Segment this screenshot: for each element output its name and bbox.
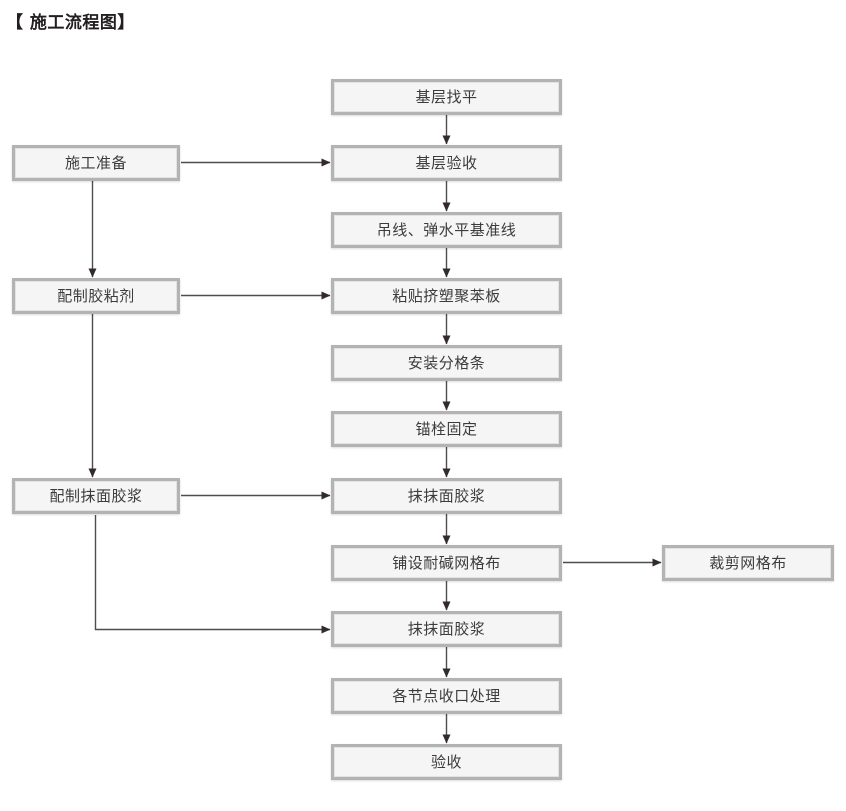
- node-anzhuangfengetiao[interactable]: 安装分格条: [331, 345, 562, 381]
- node-momomianjiaojiang-1[interactable]: 抹抹面胶浆: [331, 478, 562, 514]
- node-label: 验收: [430, 752, 462, 771]
- node-label: 粘贴挤塑聚苯板: [392, 286, 501, 305]
- node-jicengzhaoping[interactable]: 基层找平: [331, 79, 562, 115]
- node-zhantiejisujubenban[interactable]: 粘贴挤塑聚苯板: [331, 278, 562, 314]
- node-caijianwanggebu[interactable]: 裁剪网格布: [662, 545, 834, 581]
- node-label: 配制胶粘剂: [57, 286, 135, 305]
- node-label: 施工准备: [64, 153, 127, 172]
- node-diaoxian-danshuipingjizhunxian[interactable]: 吊线、弹水平基准线: [331, 212, 562, 248]
- node-label: 安装分格条: [407, 353, 486, 372]
- node-label: 基层验收: [415, 153, 478, 172]
- node-label: 抹抹面胶浆: [407, 619, 486, 638]
- node-peizhimomianjiaojiang[interactable]: 配制抹面胶浆: [12, 478, 180, 514]
- node-pushenaijianwanggebu[interactable]: 铺设耐碱网格布: [331, 545, 562, 581]
- node-jicengyanshou[interactable]: 基层验收: [331, 145, 562, 181]
- node-label: 基层找平: [415, 87, 478, 106]
- page-title: 【 施工流程图】: [6, 13, 135, 33]
- node-label: 各节点收口处理: [392, 686, 501, 705]
- node-yanshou[interactable]: 验收: [331, 744, 562, 780]
- node-momomianjiaojiang-2[interactable]: 抹抹面胶浆: [331, 611, 562, 647]
- node-label: 锚栓固定: [415, 419, 478, 438]
- node-label: 配制抹面胶浆: [49, 486, 143, 505]
- connector-L3-n9-elbow: [94, 515, 331, 634]
- node-gejiedianshoukouchuli[interactable]: 各节点收口处理: [331, 678, 562, 714]
- node-label: 铺设耐碱网格布: [392, 553, 501, 572]
- node-shigongzhunbei[interactable]: 施工准备: [12, 145, 180, 181]
- node-label: 吊线、弹水平基准线: [376, 220, 517, 239]
- node-maoshuanguding[interactable]: 锚栓固定: [331, 411, 562, 447]
- node-label: 抹抹面胶浆: [407, 486, 486, 505]
- node-label: 裁剪网格布: [709, 553, 787, 572]
- node-peizhijiaozhanji[interactable]: 配制胶粘剂: [12, 278, 180, 314]
